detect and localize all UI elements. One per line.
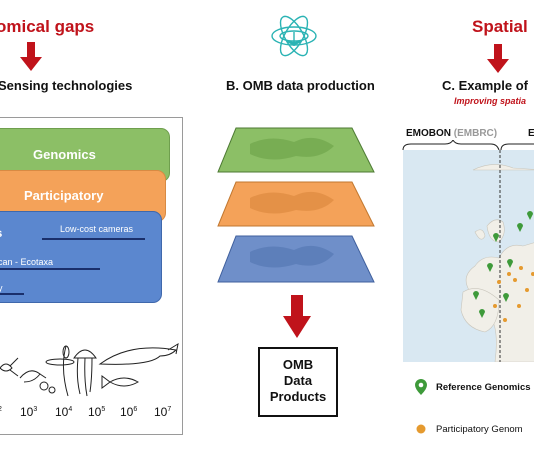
axis-tick-6: 106 — [120, 405, 138, 419]
copepod-icon — [0, 357, 19, 377]
axis-tick-7: 107 — [154, 405, 172, 419]
low-cost-cameras-label: Low-cost cameras — [60, 224, 134, 234]
partial-line — [0, 293, 24, 295]
imaging-label: cs — [0, 226, 2, 240]
worm-icon — [45, 358, 75, 366]
shrimp-icon — [19, 370, 47, 383]
down-arrow-products — [283, 295, 311, 338]
axis-tick-2: 2 — [0, 405, 2, 419]
products-line-2: Data — [283, 373, 313, 388]
participatory-label: Participatory — [24, 188, 104, 203]
omb-logo-icon — [271, 15, 317, 57]
kelp-icon — [62, 345, 70, 397]
products-line-3: Products — [269, 389, 327, 404]
down-arrow-right — [487, 44, 509, 73]
region-emobon-label: EMOBON (EMBRC) — [406, 128, 498, 139]
genomics-label: Genomics — [33, 147, 96, 162]
diatom-icon — [39, 381, 56, 394]
axis-tick-3: 103 — [20, 405, 38, 419]
data-layers — [217, 127, 375, 283]
green-pin-icon — [415, 379, 427, 395]
ecotaxa-line — [0, 268, 100, 270]
orange-dot-icon — [416, 424, 426, 434]
whale-icon — [98, 342, 179, 365]
products-line-1: OMB — [282, 357, 314, 372]
imaging-bar: cs — [0, 211, 162, 303]
organism-sketches — [0, 342, 179, 397]
partial-label: y — [0, 283, 3, 293]
section-c-title: C. Example of — [442, 78, 528, 93]
jellyfish-icon — [73, 349, 97, 397]
section-c-subtitle: Improving spatia — [454, 96, 527, 106]
section-b-title: B. OMB data production — [226, 78, 375, 93]
ecotaxa-label: can - Ecotaxa — [0, 257, 54, 267]
legend-reference-genomics: Reference Genomics — [436, 382, 531, 393]
participatory-layer — [217, 181, 375, 227]
header-spatial: Spatial — [472, 17, 528, 36]
imaging-layer — [217, 235, 375, 283]
europe-map — [403, 150, 534, 362]
region-brace — [402, 140, 534, 151]
genomics-layer — [217, 127, 375, 173]
legend-participatory-genomics: Participatory Genom — [436, 424, 523, 435]
down-arrow-left — [20, 42, 42, 71]
axis-tick-5: 105 — [88, 405, 106, 419]
map-graphic — [403, 150, 534, 362]
header-genomical-gaps: omical gaps — [0, 17, 95, 36]
omb-data-products-box: OMB Data Products — [258, 347, 338, 417]
section-a-title: Sensing technologies — [0, 78, 133, 93]
region-right-label: E — [528, 128, 534, 139]
fish-icon — [101, 375, 140, 389]
low-cost-cameras-line — [42, 238, 145, 240]
axis-tick-4: 104 — [55, 405, 73, 419]
